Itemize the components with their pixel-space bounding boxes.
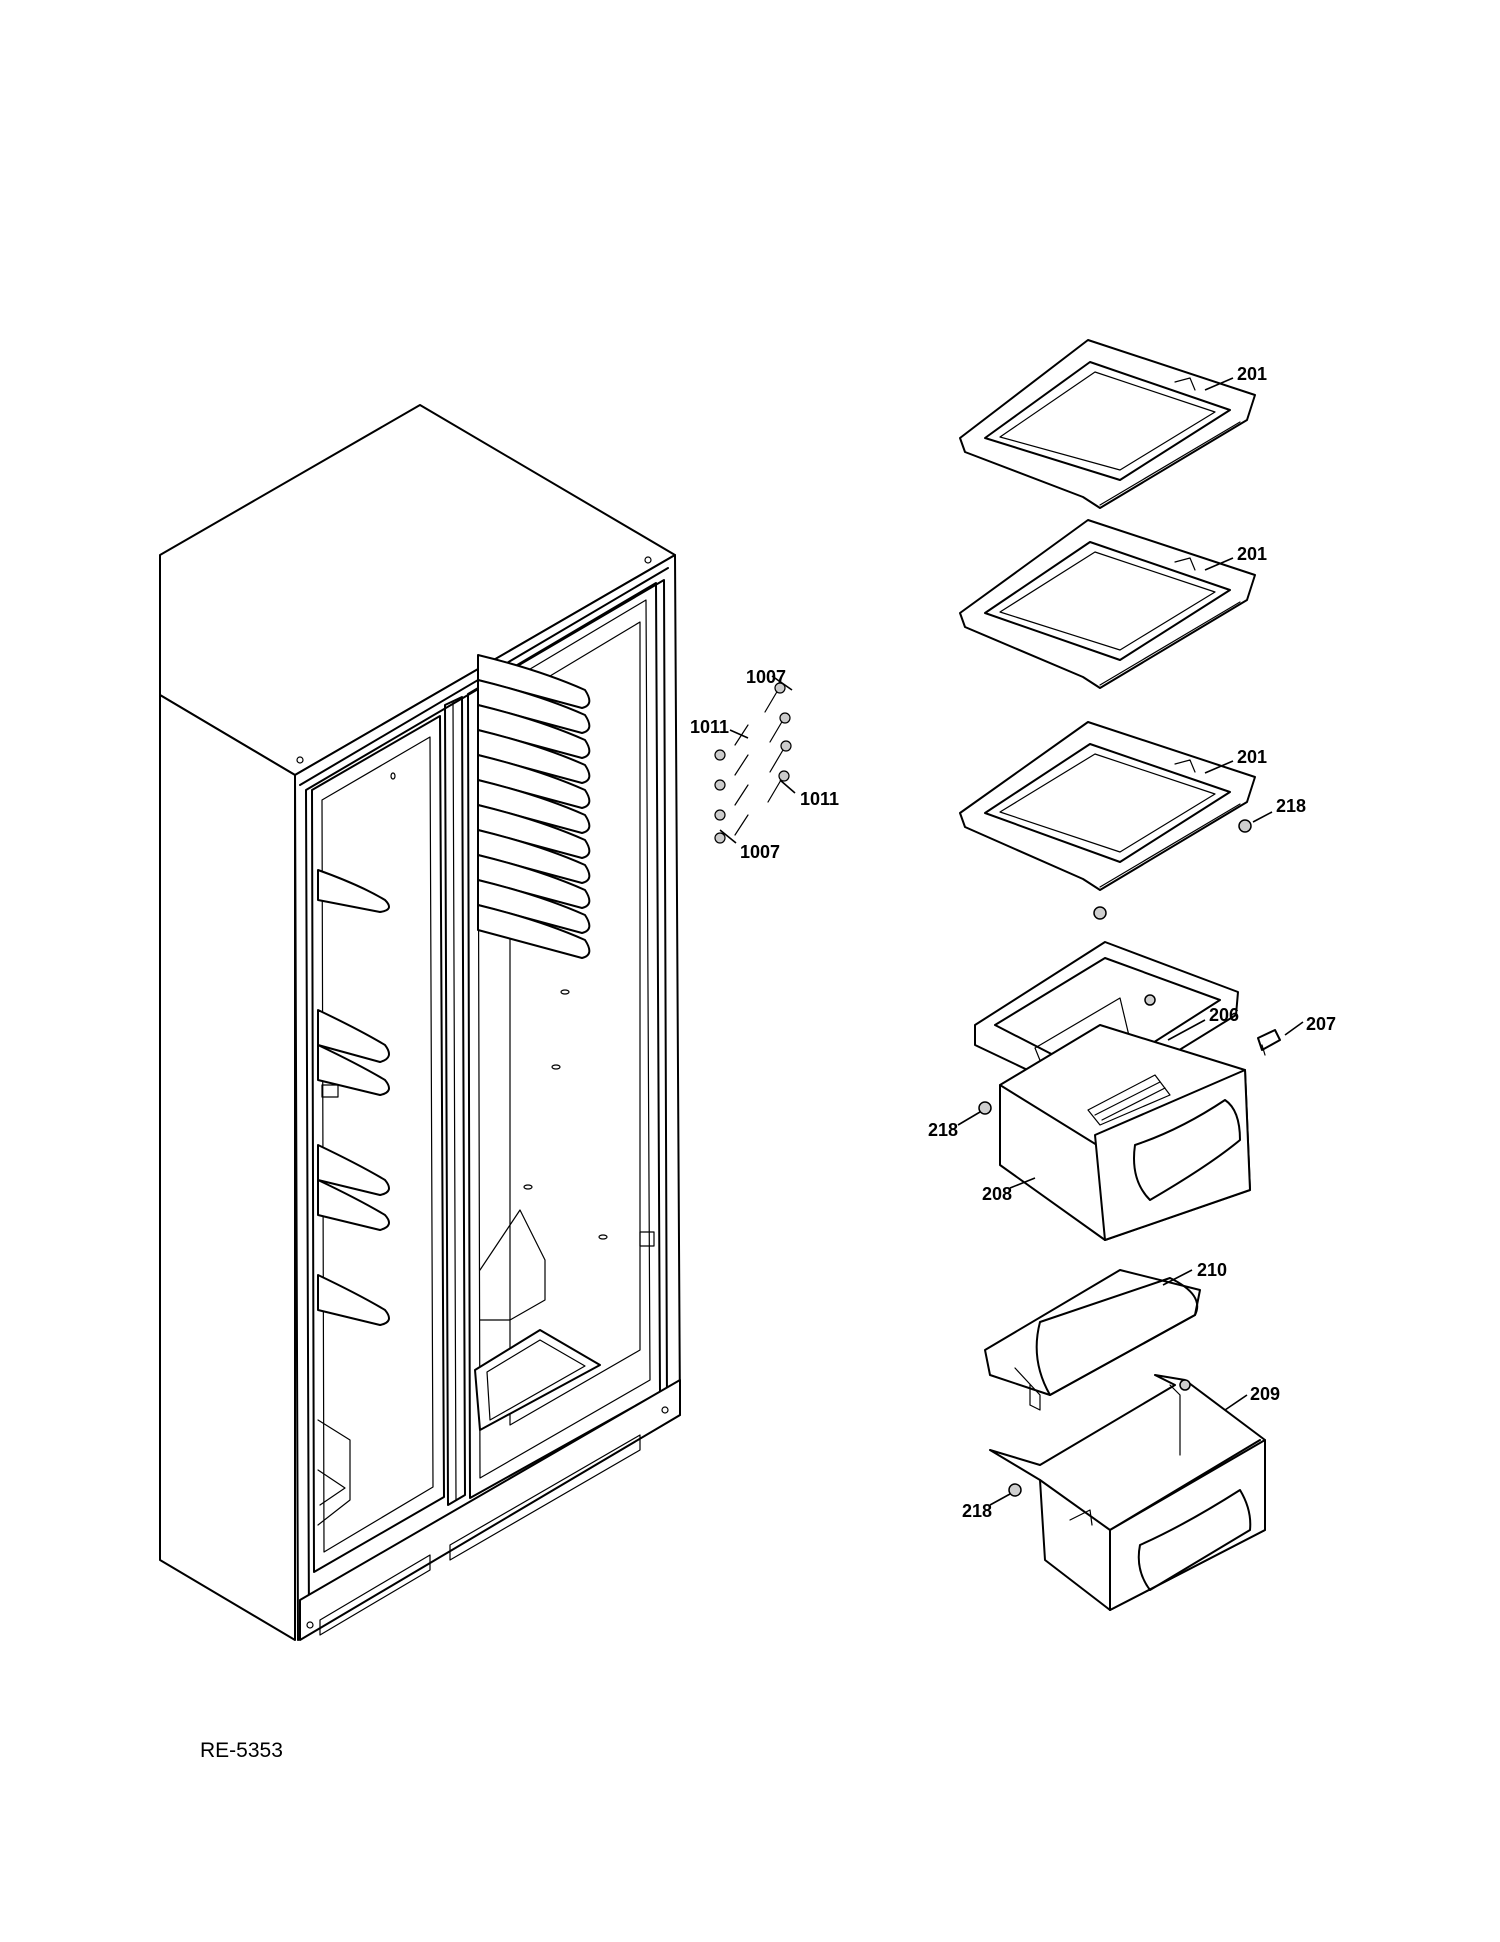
refrigerator-cabinet [159, 404, 681, 1641]
pan-drawer [989, 1374, 1266, 1611]
slide-clip [1257, 1029, 1281, 1056]
label-1011-left: 1011 [690, 717, 729, 737]
glass-shelf-1 [959, 339, 1256, 509]
glass-shelf-2 [959, 519, 1256, 689]
label-201-shelf-3: 201 [1237, 747, 1267, 767]
shelf-cap [1238, 819, 1252, 833]
label-1011-right: 1011 [800, 789, 839, 809]
label-218-shelf: 218 [1276, 796, 1306, 816]
label-1007-bottom: 1007 [740, 842, 780, 862]
label-201-shelf-1: 201 [1237, 364, 1267, 384]
hardware-group [714, 675, 796, 844]
drawer-cap [1179, 1379, 1191, 1391]
glass-shelf-3 [959, 721, 1256, 891]
shelf-cap [1093, 906, 1107, 920]
label-207: 207 [1306, 1014, 1336, 1034]
part-labels: 201 201 201 218 1007 1011 1011 1007 206 … [690, 364, 1336, 1521]
diagram-id: RE-5353 [200, 1739, 283, 1762]
label-209: 209 [1250, 1384, 1280, 1404]
label-208: 208 [982, 1184, 1012, 1204]
freezer-rails [317, 869, 390, 1326]
crisper-drawer [999, 1024, 1251, 1241]
label-210: 210 [1197, 1260, 1227, 1280]
drawer-cap [978, 1101, 992, 1115]
label-206: 206 [1209, 1005, 1239, 1025]
pan-cover [984, 1269, 1201, 1411]
label-218-drawer-1: 218 [928, 1120, 958, 1140]
label-1007-top: 1007 [746, 667, 786, 687]
label-218-drawer-2: 218 [962, 1501, 992, 1521]
label-201-shelf-2: 201 [1237, 544, 1267, 564]
drawer-cap [1008, 1483, 1022, 1497]
fresh-food-rails [390, 654, 655, 1247]
